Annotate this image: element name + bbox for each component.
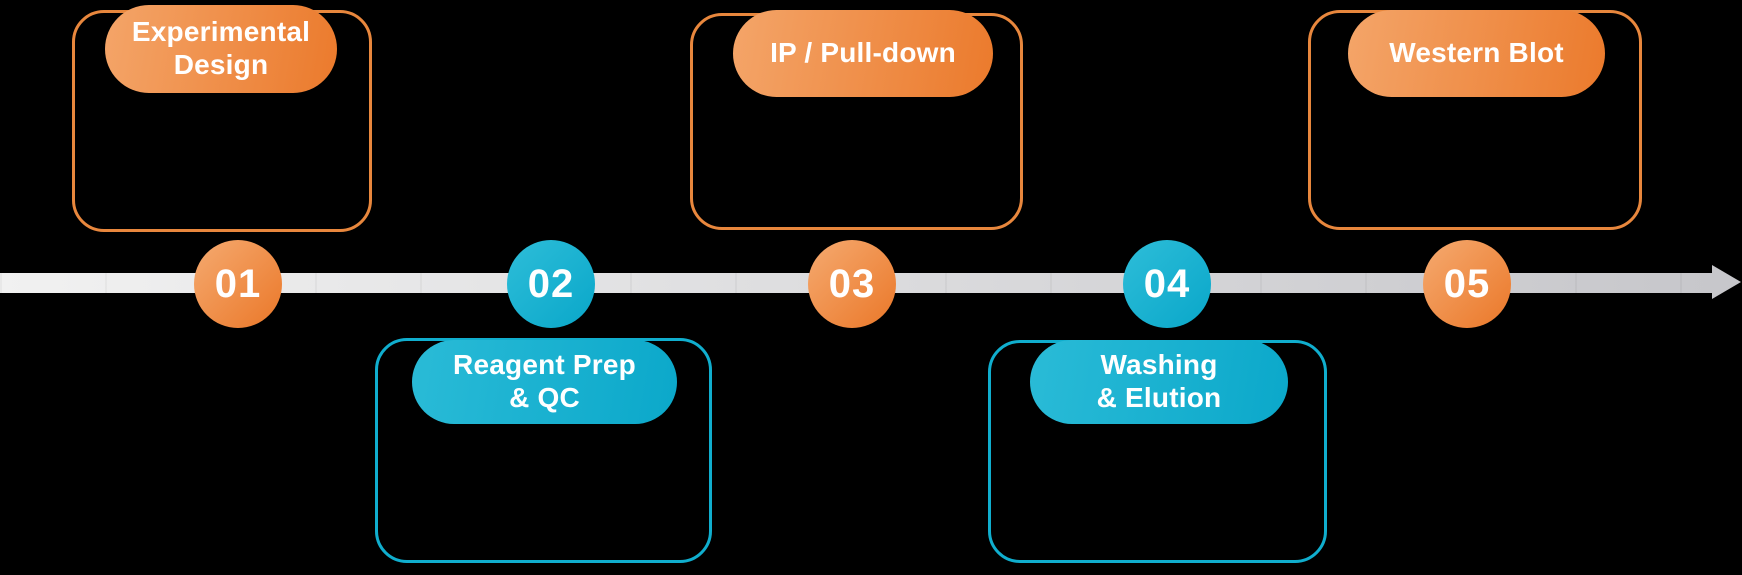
step-1-number-badge: 01 [194,240,282,328]
step-3-number-badge: 03 [808,240,896,328]
step-1-title-pill: Experimental Design [105,5,337,93]
step-4-title-pill: Washing & Elution [1030,340,1288,424]
step-4-number-badge: 04 [1123,240,1211,328]
step-5-title-pill: Western Blot [1348,10,1605,97]
step-2-title-pill: Reagent Prep & QC [412,340,677,424]
step-3-title-pill: IP / Pull-down [733,10,993,97]
step-2-card [375,338,712,563]
step-2-number-badge: 02 [507,240,595,328]
right-arrowhead-icon [1712,265,1741,299]
step-5-number-badge: 05 [1423,240,1511,328]
